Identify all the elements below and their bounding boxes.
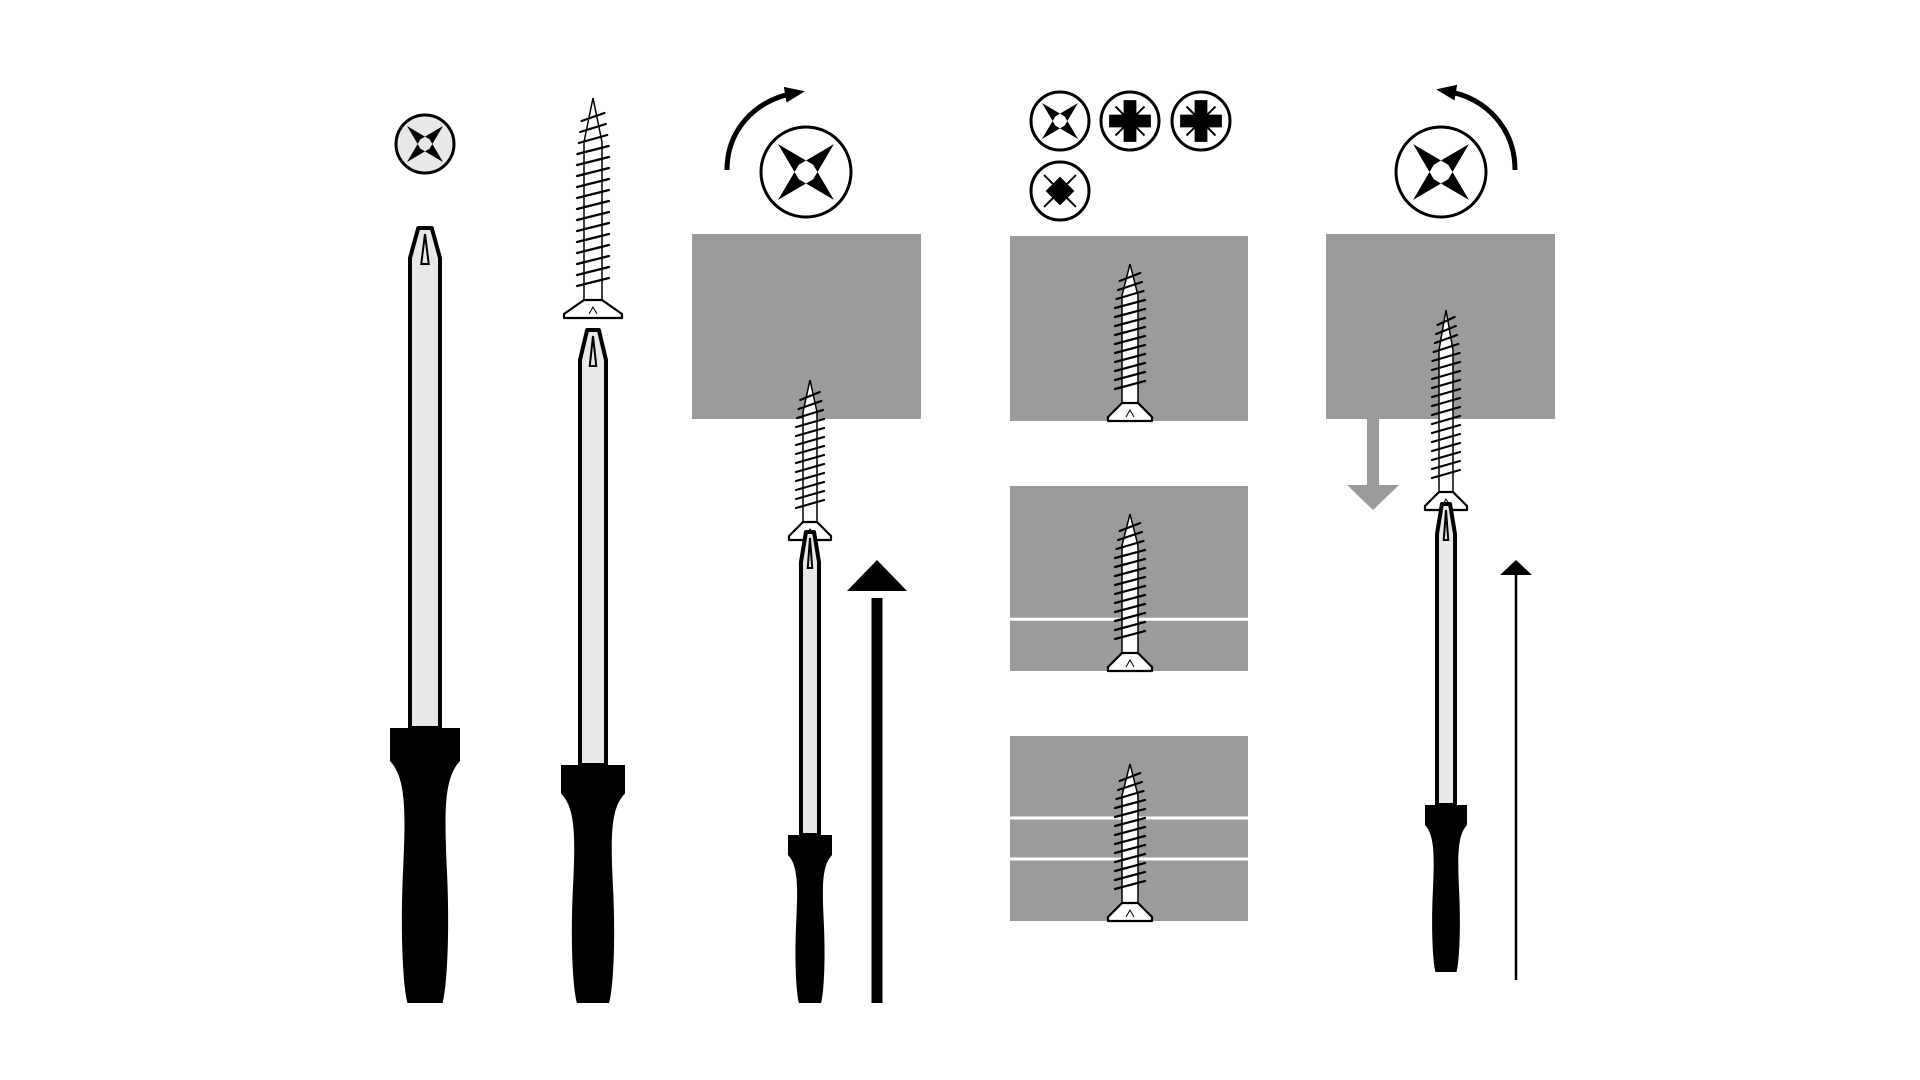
screw-embedded [1106,263,1154,423]
screwdriver-large [390,226,460,1003]
screw-head [1106,901,1154,923]
phillips-recess-icon [394,113,456,175]
pozidriv-recess-icon [1170,90,1232,152]
recess-icon-large [1394,125,1488,219]
recess-outline [394,113,456,175]
recess-outline [1394,125,1488,219]
screw-head-mark [1125,908,1135,918]
screw-embedded [1106,513,1154,673]
phillips-recess-icon [1029,90,1091,152]
screw-head [1106,401,1154,423]
screwdriver-handle [788,835,832,1003]
wood-block [692,234,921,419]
screw-embedded [1106,763,1154,923]
phillips-cross [778,144,834,200]
pull-arrow-head [1500,560,1532,575]
screw-thread [575,111,611,288]
screw-head-mark [1125,408,1135,418]
screwdriver-shaft [408,226,442,730]
bit-tip [588,335,598,367]
recess-outline [759,125,853,219]
recess-icon-large [759,125,853,219]
screwdriver-small [788,530,832,1003]
screw-thread [1113,521,1147,641]
phillips-cross [1413,144,1469,200]
pozidriv-ticks [1114,105,1146,137]
screw-thread [1430,315,1462,480]
screwdriver-medium [561,328,625,1003]
bit-tip [420,233,430,265]
screw-loose [562,97,624,320]
bit-tip [1442,509,1450,541]
pozidriv-ticks [1185,105,1217,137]
recess-outline [1029,90,1091,152]
screwdriver-shaft [1435,502,1457,807]
screwdriver-handle [561,765,625,1003]
pozidriv-recess-icon [1099,90,1161,152]
phillips-cross [1042,103,1078,139]
counterclockwise-arrow-icon [1436,84,1518,171]
screwdriver-shaft [799,530,821,837]
screwdriver-shaft [578,328,608,767]
clockwise-arrow-icon [724,86,805,171]
screw-extracted [1423,309,1469,512]
gray-down-arrow-icon [1347,419,1399,510]
screwdriver-handle [390,728,460,1003]
screw-thread [1113,271,1147,391]
screw-thread [794,390,826,510]
screw-head [1106,651,1154,673]
bit-tip [806,537,814,569]
screw-thread [1113,771,1147,891]
square-recess-icon [1029,160,1091,222]
wood-block-step3 [692,234,921,419]
phillips-cross [407,126,443,162]
screw-head-mark [1125,658,1135,668]
square-ticks [1043,174,1077,208]
screw-head-mark [588,305,598,315]
screwdriver-handle [1425,805,1467,972]
push-arrow-head [847,560,907,591]
screwdriver-small [1425,502,1467,972]
screw-head [562,298,624,320]
screw-head [1423,490,1469,512]
